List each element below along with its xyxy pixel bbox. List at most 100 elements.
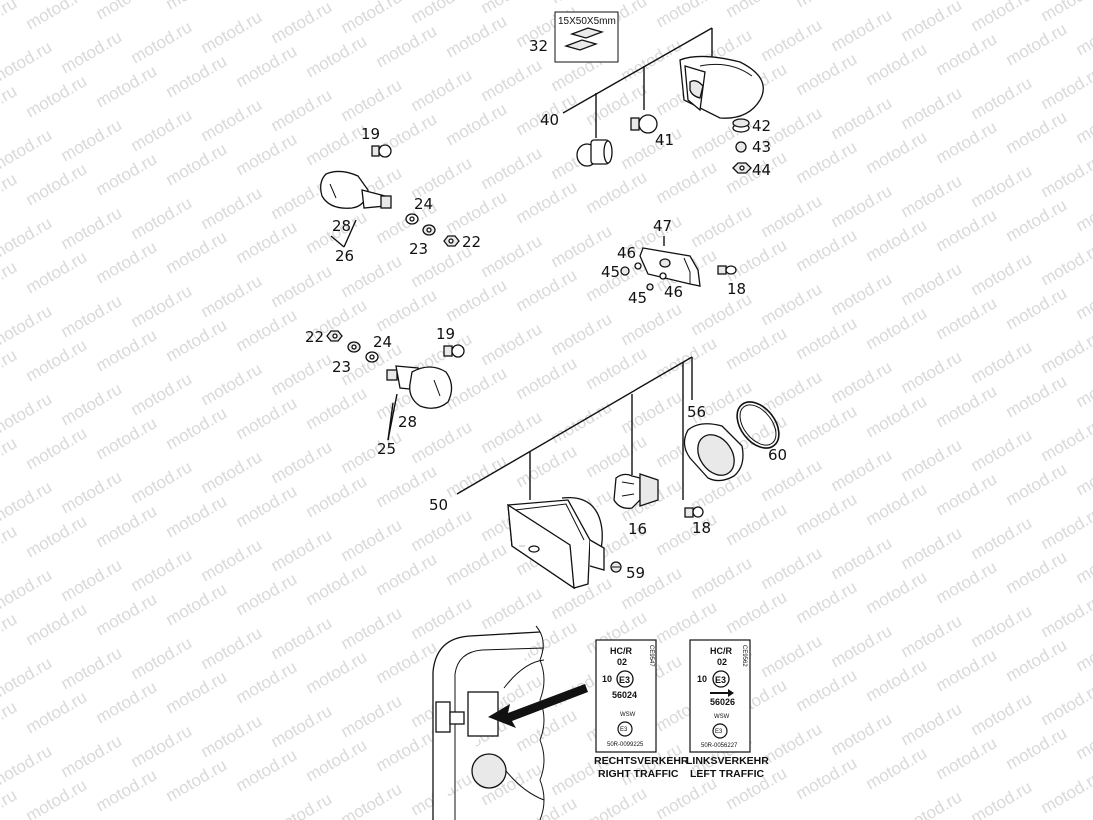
watermark-text: motod.ru [828,93,896,143]
watermark-text: motod.ru [1003,283,1071,333]
watermark-text: motod.ru [58,291,126,341]
watermark-text: motod.ru [198,447,266,497]
callout-24: 24 [414,195,433,213]
watermark-text: motod.ru [968,0,1036,35]
watermark-text: motod.ru [723,499,791,549]
washer-icon [422,224,436,236]
watermark-text: motod.ru [198,271,266,321]
label-e-mark: E3 [715,675,726,685]
watermark-text: motod.ru [968,689,1036,739]
pad-icon [569,27,605,39]
watermark-text: motod.ru [0,697,20,747]
watermark-text: motod.ru [198,95,266,145]
watermark-text: motod.ru [723,323,791,373]
watermark-text: motod.ru [1038,151,1093,201]
label-side-code: CE9547 [648,645,654,667]
watermark-text: motod.ru [58,27,126,77]
watermark-text: motod.ru [863,215,931,265]
watermark-text: motod.ru [548,0,616,7]
watermark-text: motod.ru [408,417,476,467]
watermark-text: motod.ru [163,139,231,189]
watermark-text: motod.ru [0,37,55,87]
watermark-text: motod.ru [1038,239,1093,289]
callout-16: 16 [628,520,647,538]
watermark-text: motod.ru [828,445,896,495]
watermark-text: motod.ru [723,235,791,285]
watermark-text: motod.ru [1073,361,1093,411]
watermark-text: motod.ru [513,441,581,491]
watermark-text: motod.ru [0,301,55,351]
bulb-icon [630,114,658,134]
watermark-text: motod.ru [128,193,196,243]
watermark-text: motod.ru [653,333,721,383]
watermark-text: motod.ru [478,55,546,105]
watermark-text: motod.ru [1003,107,1071,157]
watermark-text: motod.ru [268,789,336,820]
watermark-text: motod.ru [268,85,336,135]
watermark-text: motod.ru [303,559,371,609]
lamp-socket [576,139,613,167]
watermark-text: motod.ru [0,125,55,175]
watermark-text: motod.ru [793,577,861,627]
watermark-text: motod.ru [863,743,931,793]
watermark-text: motod.ru [1038,503,1093,553]
watermark-text: motod.ru [688,201,756,251]
watermark-text: motod.ru [968,73,1036,123]
watermark-text: motod.ru [443,539,511,589]
headlight-unit: ⋯ [507,496,605,590]
pad-icon [563,39,599,51]
headlight-bulb-icon [613,473,659,509]
callout-26: 26 [335,247,354,265]
watermark-text: motod.ru [163,227,231,277]
watermark-text: motod.ru [898,435,966,485]
watermark-text: motod.ru [58,731,126,781]
screw-icon [610,561,622,573]
watermark-text: motod.ru [1038,63,1093,113]
watermark-text: motod.ru [863,127,931,177]
tail-lamp-housing [679,55,764,119]
watermark-text: motod.ru [163,403,231,453]
watermark-text: motod.ru [198,711,266,761]
watermark-text: motod.ru [128,281,196,331]
watermark-text: motod.ru [93,0,161,23]
e-mark-icon [712,670,730,688]
watermark-text: motod.ru [443,99,511,149]
watermark-text: motod.ru [93,237,161,287]
washer-icon [659,272,667,280]
arrow-icon [488,684,588,728]
watermark-text: motod.ru [723,0,791,21]
watermark-text: motod.ru [233,745,301,795]
watermark-text: motod.ru [373,637,441,687]
watermark-text: motod.ru [0,169,20,219]
watermark-text: motod.ru [968,425,1036,475]
watermark-text: motod.ru [23,775,91,820]
bulb-icon [684,506,704,518]
watermark-text: motod.ru [93,61,161,111]
label-02: 02 [617,657,627,667]
callout-28: 28 [398,413,417,431]
watermark-text: motod.ru [0,653,55,703]
plate-light-housing [639,247,701,287]
label-e-mark-2: E3 [715,729,723,735]
watermark-text: motod.ru [793,401,861,451]
watermark-text: motod.ru [338,779,406,820]
watermark-text: motod.ru [793,489,861,539]
watermark-text: motod.ru [1073,185,1093,235]
caption-line-2: RIGHT TRAFFIC [598,768,679,780]
callout-19: 19 [436,325,455,343]
watermark-text: motod.ru [93,677,161,727]
watermark-text: motod.ru [58,643,126,693]
headlight-group: 50 ⋯ 16 18 59 56 [429,356,787,590]
headlight-mark: ⋯ [519,544,525,550]
watermark-text: motod.ru [0,521,20,571]
callout-42: 42 [752,117,771,135]
watermark-text: motod.ru [0,565,55,615]
callout-56: 56 [687,403,706,421]
headlight-seal-ring [736,401,780,449]
watermark-text: motod.ru [0,785,20,820]
watermark-text: motod.ru [478,231,546,281]
callout-25: 25 [377,440,396,458]
callout-18: 18 [727,280,746,298]
e-mark-icon [617,721,633,737]
turn-signal-upper-group: 19 28 26 24 23 22 [320,125,481,265]
